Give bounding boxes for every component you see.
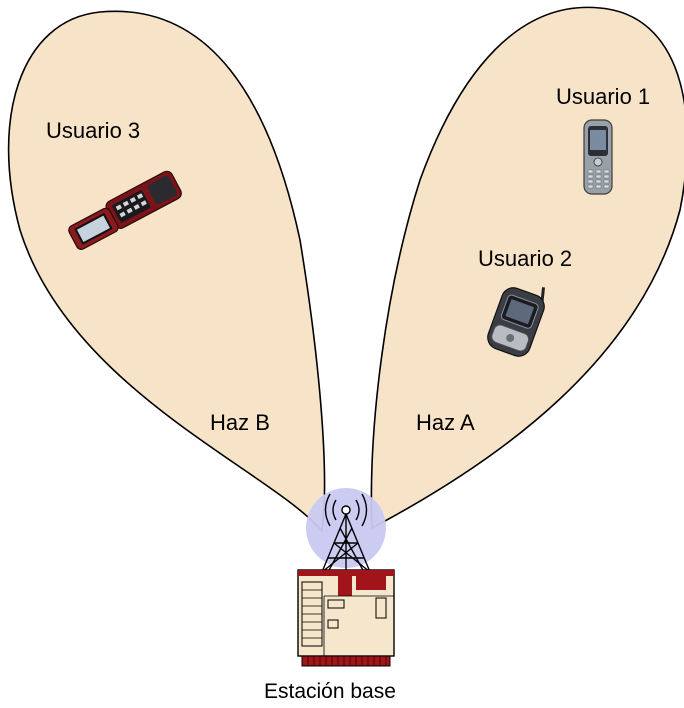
- user-3-label: Usuario 3: [46, 118, 141, 143]
- flip-phone-open-icon: [68, 170, 182, 250]
- base-station-cabinet: [297, 569, 395, 667]
- user-1-label: Usuario 1: [556, 84, 651, 109]
- base-station-label: Estación base: [264, 680, 396, 703]
- flip-phone-closed-icon: [487, 287, 546, 357]
- beam-a-label: Haz A: [416, 410, 475, 435]
- beam-b-lobe: [7, 10, 326, 533]
- beam-b-label: Haz B: [210, 410, 270, 435]
- candybar-phone-icon: [583, 119, 613, 195]
- antenna-tower-icon: [321, 493, 371, 573]
- user-2-label: Usuario 2: [478, 246, 573, 271]
